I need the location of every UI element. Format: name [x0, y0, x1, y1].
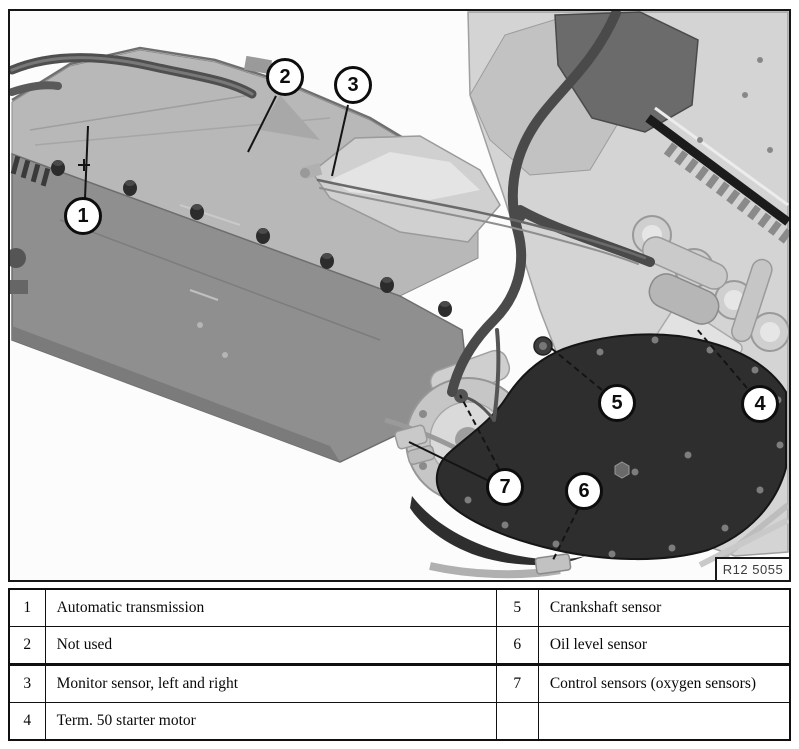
leader-2: [247, 95, 277, 153]
callout-5-badge: 5: [598, 384, 636, 422]
hoses: [10, 11, 655, 422]
leader-5: [550, 347, 603, 391]
pan-left-ribs: [10, 155, 51, 187]
pan-bolts: [51, 160, 452, 317]
callout-3-badge: 3: [334, 66, 372, 104]
legend-desc-6: Oil level sensor: [537, 626, 791, 666]
valve-cover-groove: [645, 114, 789, 226]
legend-row-1: 1 Automatic transmission 5 Crankshaft se…: [8, 588, 791, 627]
callout-4-number: 4: [754, 392, 766, 415]
callout-6-number: 6: [578, 479, 590, 502]
callout-6-badge: 6: [565, 472, 603, 510]
legend-desc-2: Not used: [44, 626, 497, 666]
bottom-brackets: [429, 502, 789, 579]
leader-lines: [78, 95, 748, 563]
leader-3: [331, 104, 349, 177]
figure-reference-label: R12 5055: [715, 557, 789, 580]
callout-1-number: 1: [77, 204, 89, 227]
legend-desc-3: Monitor sensor, left and right: [44, 664, 497, 703]
callout-2-number: 2: [279, 65, 291, 88]
starter-motor: [648, 273, 720, 325]
callout-7-badge: 7: [486, 468, 524, 506]
callout-7-number: 7: [499, 475, 511, 498]
crankshaft-sensor: [533, 336, 553, 356]
legend-num-empty: [495, 702, 539, 741]
legend-row-4: 4 Term. 50 starter motor: [8, 702, 791, 741]
leader-7-right: [459, 394, 500, 470]
legend-num-2: 2: [8, 626, 46, 666]
callout-4-badge: 4: [741, 385, 779, 423]
underbody-tray: [410, 333, 787, 565]
legend-desc-1: Automatic transmission: [44, 588, 497, 627]
flywheel-rim-shadow: [410, 496, 585, 565]
figure-frame: 1 2 3 4 5 6 7 R12 5055: [8, 9, 791, 582]
coolant-hose: [447, 11, 621, 397]
oxygen-sensor-mounts: [384, 389, 472, 465]
legend-table: 1 Automatic transmission 5 Crankshaft se…: [8, 588, 791, 741]
callout-1-badge: 1: [64, 197, 102, 235]
callout-5-number: 5: [611, 391, 623, 414]
legend-num-7: 7: [495, 664, 539, 703]
oil-level-sensor-bracket: [534, 553, 572, 575]
legend-desc-4: Term. 50 starter motor: [44, 702, 497, 741]
legend-row-2: 2 Not used 6 Oil level sensor: [8, 626, 791, 666]
leader-4: [695, 327, 748, 389]
callout-3-number: 3: [347, 73, 359, 96]
legend-num-3: 3: [8, 664, 46, 703]
legend-num-6: 6: [495, 626, 539, 666]
legend-desc-7: Control sensors (oxygen sensors): [537, 664, 791, 703]
engine-transmission-illustration: [10, 11, 789, 580]
leader-1: [84, 125, 89, 199]
legend-desc-empty: [537, 702, 791, 741]
legend-desc-5: Crankshaft sensor: [537, 588, 791, 627]
legend-num-4: 4: [8, 702, 46, 741]
callout-2-badge: 2: [266, 58, 304, 96]
legend-num-5: 5: [495, 588, 539, 627]
legend-row-3: 3 Monitor sensor, left and right 7 Contr…: [8, 664, 791, 703]
leader-7-left: [408, 441, 488, 481]
legend-num-1: 1: [8, 588, 46, 627]
transmission-oil-pan: [10, 152, 471, 463]
